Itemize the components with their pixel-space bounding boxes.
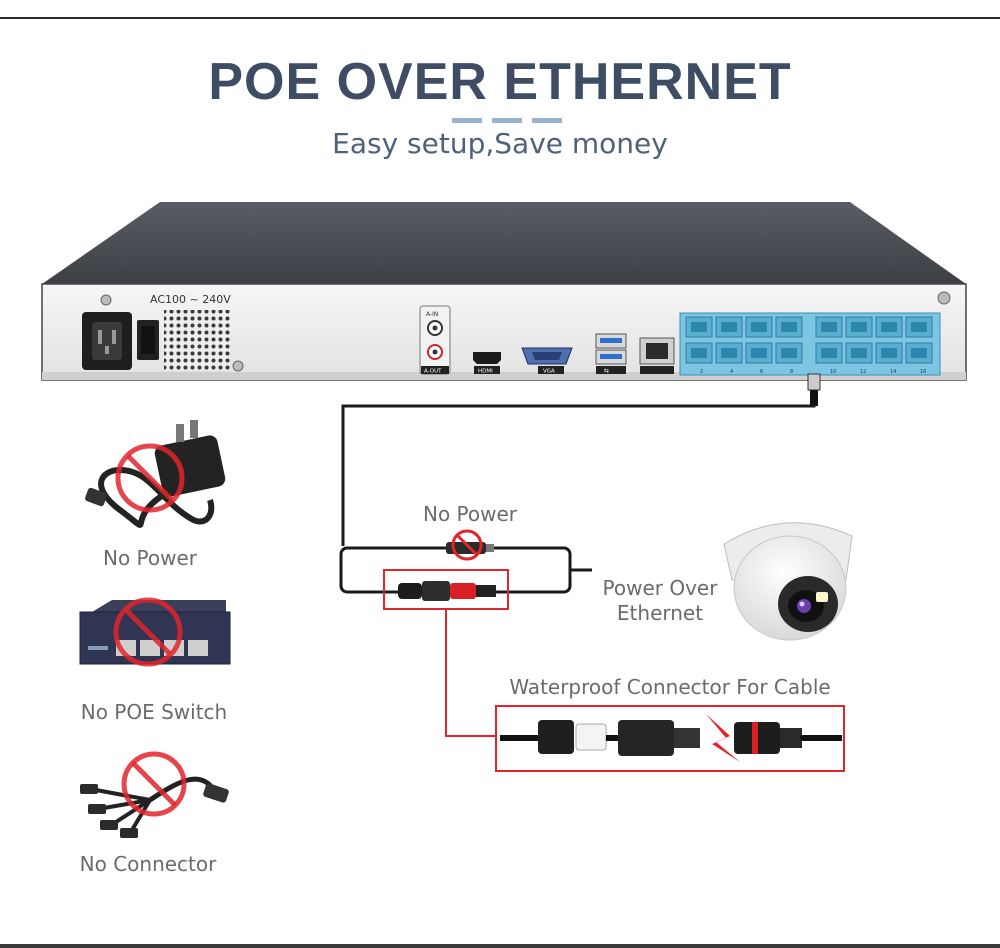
page-subtitle: Easy setup,Save money [332,127,668,160]
page-title: POE OVER ETHERNET [208,53,792,111]
audio-in-label: A-IN [426,311,438,318]
title-accent-dash [532,118,562,123]
poe-port-number: 2 [700,369,703,375]
poe-port-number: 16 [920,369,926,375]
no-poe-switch-caption: No POE Switch [80,700,228,724]
poe-label-line2: Ethernet [616,601,704,625]
poe-port-number: 4 [730,369,733,375]
splitter-cable-icon [80,751,229,838]
power-adapter-icon [85,420,226,528]
poe-port-bank: 2 4 6 8 10 12 14 16 [679,312,941,376]
dome-camera-icon [723,522,853,641]
no-symbol-icon [113,597,183,667]
vga-label: VGA [543,369,555,375]
no-power-caption: No Power [102,546,198,570]
top-divider [0,17,1000,19]
diagram-no-power-label: No Power [422,502,518,526]
title-accent-dash [452,118,482,123]
hdmi-label: HDMI [478,369,493,375]
svg-text:⇆: ⇆ [604,368,609,375]
rj45-connector-highlight [383,569,509,737]
poe-port-number: 12 [860,369,866,375]
poe-port-number: 14 [890,369,896,375]
nvr-bottom-edge [42,372,966,380]
hdmi-port-icon [473,352,501,364]
no-symbol-icon [115,443,185,513]
no-connector-caption: No Connector [79,852,217,876]
vent-grille [164,310,230,370]
nvr-top-cover [42,202,966,284]
poe-port-number: 10 [830,369,836,375]
network-switch-icon [79,597,231,667]
poe-port-number: 6 [760,369,763,375]
nvr-recorder: AC100 ~ 240V A-IN A-OUT HDMI VGA ⇆ [41,202,967,381]
power-rating-label: AC100 ~ 240V [150,293,231,306]
audio-out-label: A-OUT [424,369,442,375]
poe-label-line1: Power Over [602,576,718,600]
no-symbol-icon [451,529,483,561]
bottom-divider [0,944,1000,948]
dc-plug-icon [446,529,494,561]
waterproof-connector-label: Waterproof Connector For Cable [509,675,831,699]
poe-port-number: 8 [790,369,793,375]
waterproof-connector-detail [495,705,845,772]
no-symbol-icon [121,751,187,817]
title-accent-dash [492,118,522,123]
